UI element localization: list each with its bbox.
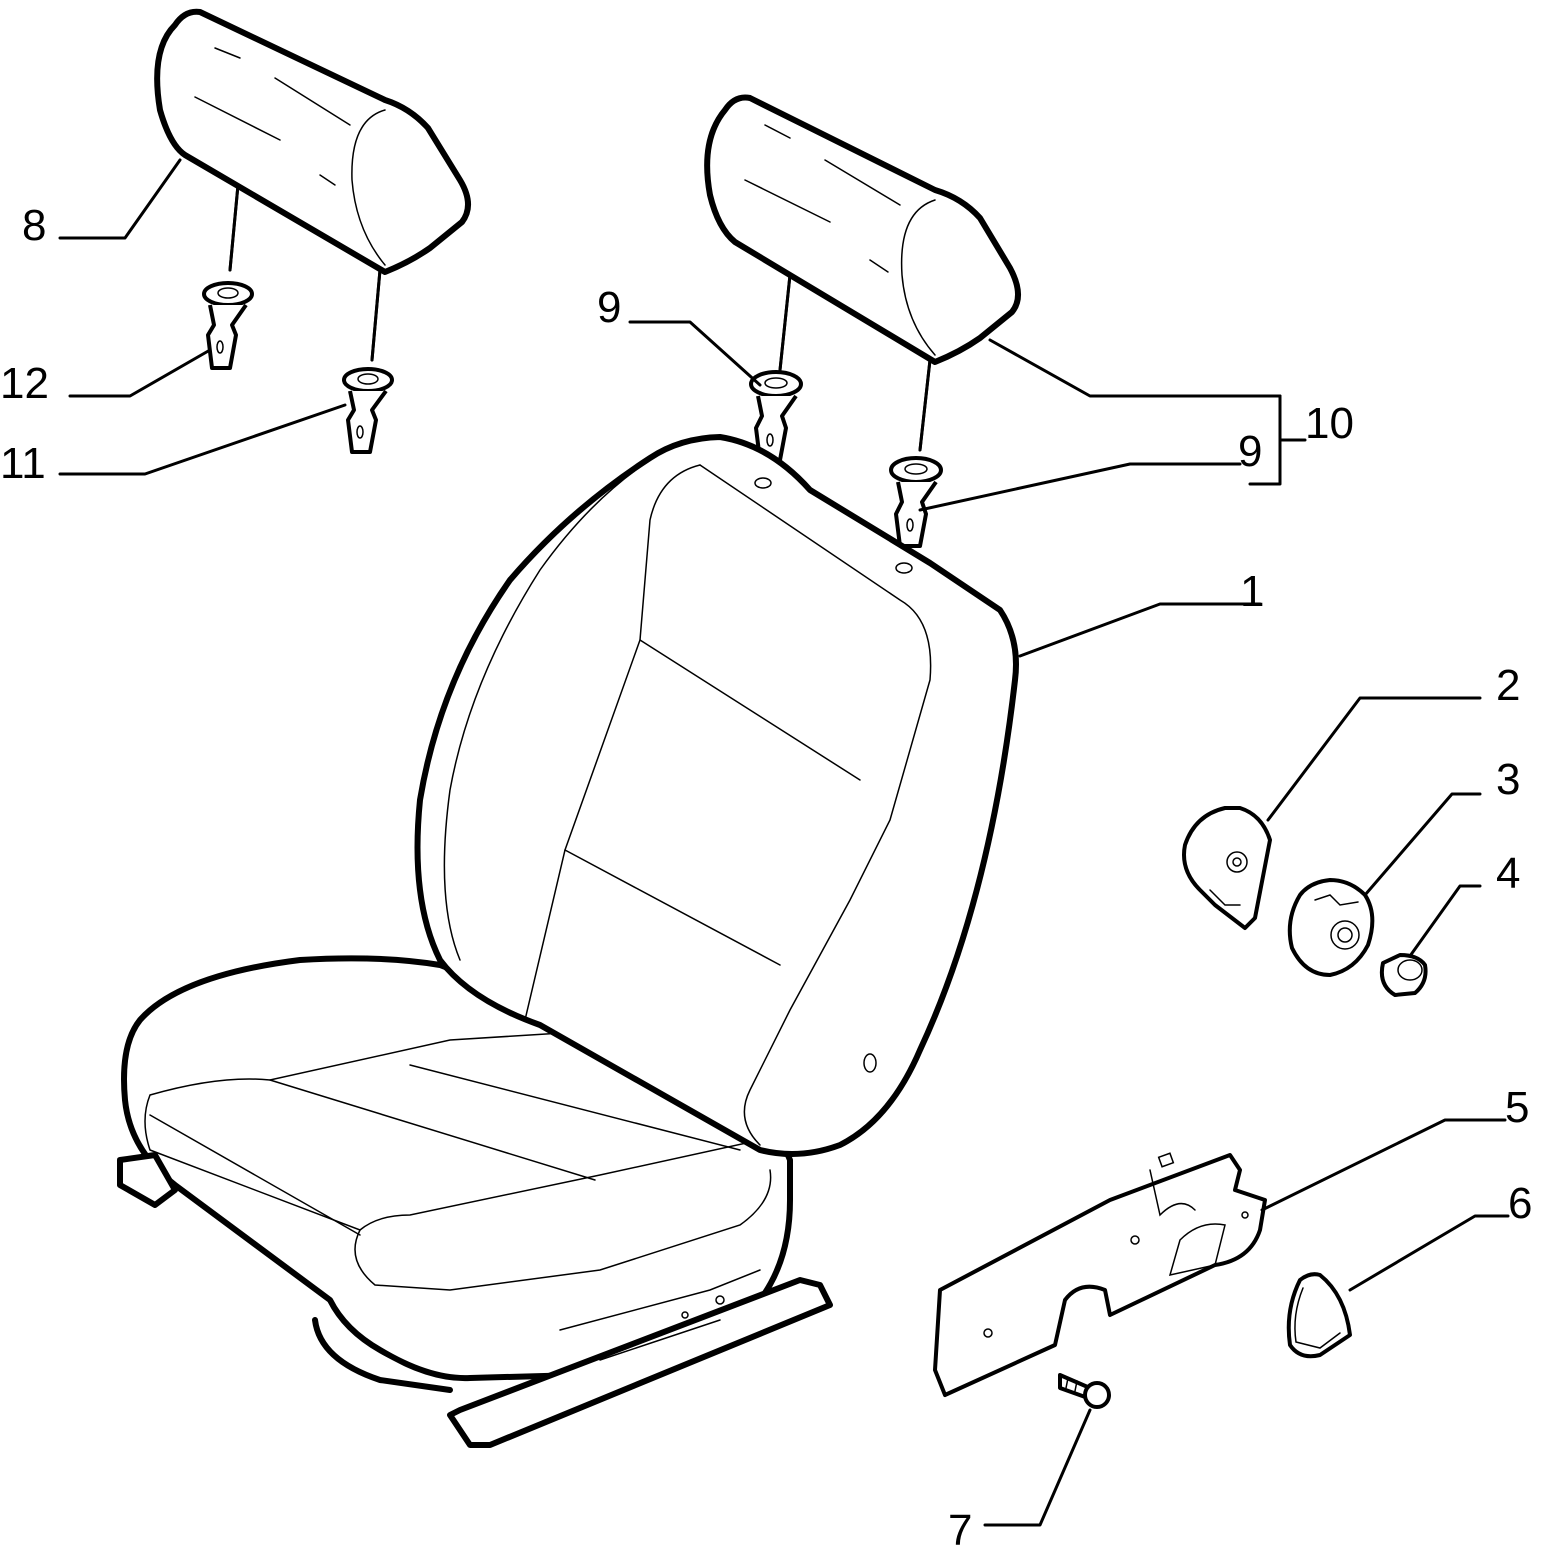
callout-9-lower: 9	[1238, 427, 1262, 476]
guide-sleeve-11	[342, 367, 394, 454]
callout-3: 3	[1496, 755, 1520, 804]
headrest-right	[704, 94, 1021, 452]
callout-9-upper: 9	[597, 283, 621, 332]
callout-5: 5	[1505, 1083, 1529, 1132]
callout-6: 6	[1508, 1179, 1532, 1228]
callout-10: 10	[1305, 399, 1354, 448]
callout-12: 12	[0, 359, 49, 408]
adjustment-knob-3	[1287, 878, 1375, 977]
callout-8: 8	[22, 201, 46, 250]
callout-2: 2	[1496, 661, 1520, 710]
callout-4: 4	[1496, 849, 1520, 898]
recliner-cover-2	[1182, 806, 1272, 930]
guide-sleeve-9b	[889, 456, 943, 548]
side-trim-panel-5	[933, 1152, 1267, 1397]
guide-sleeve-12	[202, 281, 254, 370]
trim-plug-6	[1286, 1272, 1352, 1359]
seat-assembly	[117, 434, 1019, 1448]
leader-lines	[58, 158, 1510, 1527]
headrest-left	[154, 8, 471, 362]
callout-11: 11	[0, 439, 46, 488]
knob-cap-4	[1379, 953, 1428, 997]
callout-numbers: 8 12 11 9 10 9 1 2 3 4 5 6 7	[0, 201, 1532, 1548]
callout-7: 7	[948, 1506, 972, 1548]
callout-1: 1	[1240, 567, 1264, 616]
screw-7	[1058, 1373, 1111, 1409]
